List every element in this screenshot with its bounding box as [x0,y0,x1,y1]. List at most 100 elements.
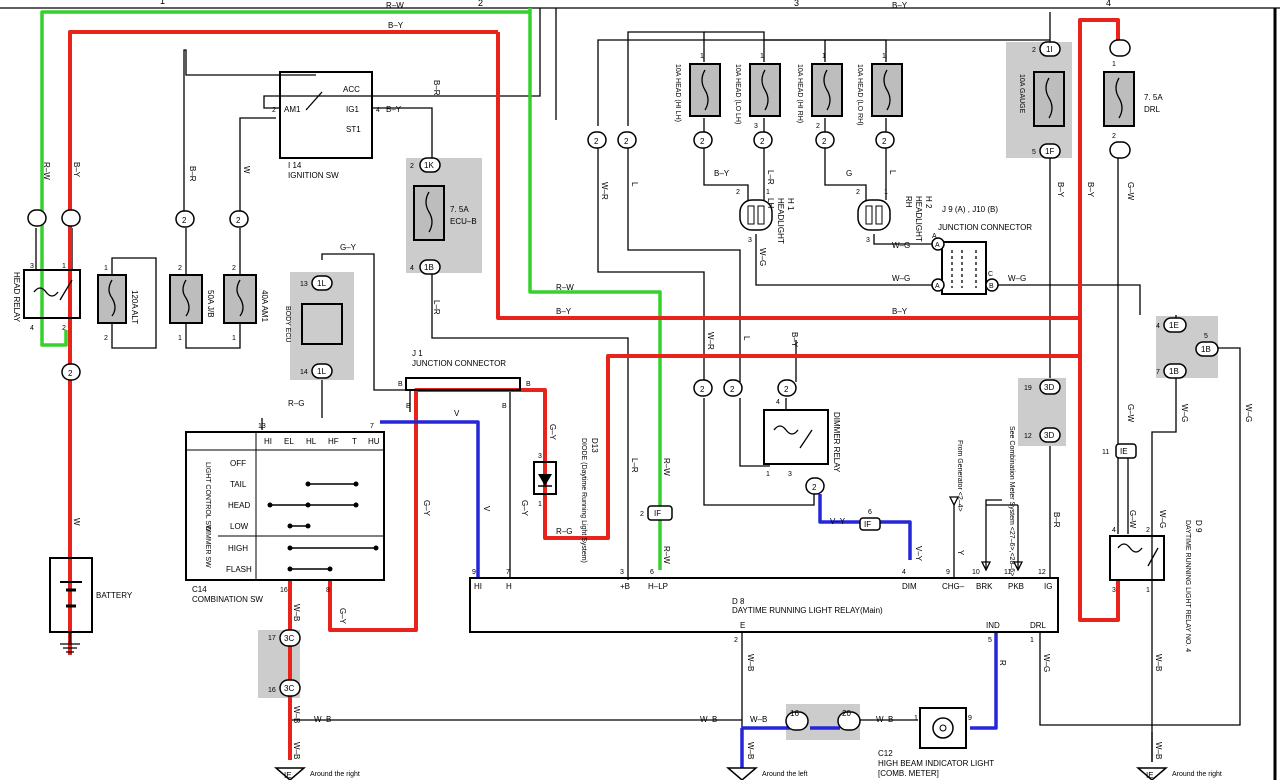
gauge-fuse[interactable] [1033,71,1065,127]
blue-wire-r [970,632,998,730]
svg-text:4: 4 [410,265,414,272]
head-relay-label: HEAD RELAY [12,272,21,323]
ign-ig1-label: IG1 [346,105,359,114]
svg-text:17: 17 [268,635,276,642]
conn-if-b: IF [864,520,871,529]
svg-text:B–Y: B–Y [714,169,730,178]
c12-id: C12 [878,749,893,758]
svg-text:W–B: W–B [750,715,767,724]
headlight-lh[interactable] [739,199,773,231]
d8-num-3: 3 [620,569,624,576]
conn-2-d: 2 [760,137,765,146]
ground-left [273,767,307,780]
svg-text:W–B: W–B [746,742,755,759]
svg-text:W–B: W–B [700,715,717,724]
svg-text:13: 13 [300,281,308,288]
svg-text:1: 1 [1112,61,1116,68]
svg-text:B–R: B–R [1052,512,1061,528]
black-wiring [35,8,1241,762]
d8-num-1: 1 [1030,637,1034,644]
d8-id: D 8 [732,597,745,606]
svg-text:14: 14 [300,369,308,376]
conn-2-i: 2 [68,369,73,378]
svg-text:2: 2 [178,265,182,272]
d8-main-relay-box[interactable] [469,577,1059,633]
svg-text:2: 2 [1146,527,1150,534]
svg-text:9: 9 [968,715,972,722]
d8-num-9b: 9 [946,569,950,576]
fuse-head-hi-lh-label: 10A HEAD (HI LH) [674,64,681,122]
svg-text:B–Y: B–Y [388,21,404,30]
combination-switch-table[interactable] [185,431,385,581]
ground-right-label: Around the right [1172,771,1222,778]
h1-side: LH [766,198,775,208]
splice-20: 20 [842,709,851,718]
fuse-head-lo-lh[interactable] [749,63,781,117]
ign-sw-name: IGNITION SW [288,171,339,180]
switch-dots [267,481,379,572]
svg-text:G–Y: G–Y [340,243,357,252]
conn-1b-right: 1B [1201,345,1211,354]
d8-pin-brk: BRK [976,582,993,591]
headlight-rh[interactable] [857,199,891,231]
junction-connector-box[interactable] [941,241,987,295]
d8-pin-pb: +B [620,582,630,591]
battery-box[interactable] [49,557,93,633]
body-ecu-box[interactable] [301,303,343,345]
svg-text:W–R: W–R [600,182,609,200]
svg-text:5: 5 [1032,149,1036,156]
svg-text:3: 3 [30,263,34,270]
ignition-switch-box[interactable] [279,71,373,159]
dimmer-relay-box[interactable] [763,409,829,465]
d9-relay-box[interactable] [1109,535,1165,581]
svg-text:B–Y: B–Y [386,105,402,114]
d8-name: DAYTIME RUNNING LIGHT RELAY(Main) [732,606,883,615]
conn-2-h: 2 [236,216,241,225]
conn-2-f: 2 [882,137,887,146]
conn-a-1: A [935,242,940,249]
red-wire-lower-right [608,354,1120,622]
svg-text:W–G: W–G [1008,274,1026,283]
top-marker-2: 2 [478,0,483,8]
svg-text:B: B [502,403,507,410]
svg-text:W–G: W–G [1180,404,1189,422]
j1-name: JUNCTION CONNECTOR [412,359,506,368]
sw-col-t: T [352,437,357,446]
svg-text:3: 3 [538,453,542,460]
d8-pin-dim: DIM [902,582,917,591]
svg-text:2: 2 [62,325,66,332]
svg-text:3: 3 [1112,587,1116,594]
fuse-head-hi-lh[interactable] [689,63,721,117]
sw-row-high: HIGH [228,544,248,553]
d8-pin-ig: IG [1044,582,1052,591]
d8-pin-pkb: PKB [1008,582,1024,591]
svg-text:G–Y: G–Y [520,500,529,517]
sw-side-light: LIGHT CONTROL SW [204,462,211,532]
svg-text:W–G: W–G [1158,510,1167,528]
conn-3d-bot: 3D [1044,431,1054,440]
svg-text:W–B: W–B [1154,654,1163,671]
svg-text:W–G: W–G [892,274,910,283]
top-marker-3: 3 [794,0,799,8]
svg-text:3: 3 [748,237,752,244]
svg-text:W–G: W–G [1042,654,1051,672]
svg-text:2: 2 [816,123,820,130]
svg-text:13: 13 [258,423,266,430]
sw-col-hl: HL [306,437,317,446]
d9-name: DAYTIME RUNNING LIGHT RELAY NO. 4 [1184,520,1191,652]
conn-ie-mid: IE [1120,447,1128,456]
ign-st1-label: ST1 [346,125,361,134]
svg-text:4: 4 [1112,527,1116,534]
conn-1b-right-low: 1B [1169,367,1179,376]
d8-pin-drl: DRL [1030,621,1047,630]
d8-pin-e: E [740,621,745,630]
svg-text:R–W: R–W [386,1,404,10]
high-beam-indicator-box[interactable] [919,707,967,749]
svg-text:R–W: R–W [42,162,51,180]
d13-diode-box[interactable] [533,461,557,495]
h2-id: H 2 [924,196,933,209]
j1-connector-box[interactable] [405,377,521,391]
svg-text:1: 1 [882,53,886,60]
svg-text:Y: Y [956,550,965,556]
svg-text:2: 2 [232,265,236,272]
